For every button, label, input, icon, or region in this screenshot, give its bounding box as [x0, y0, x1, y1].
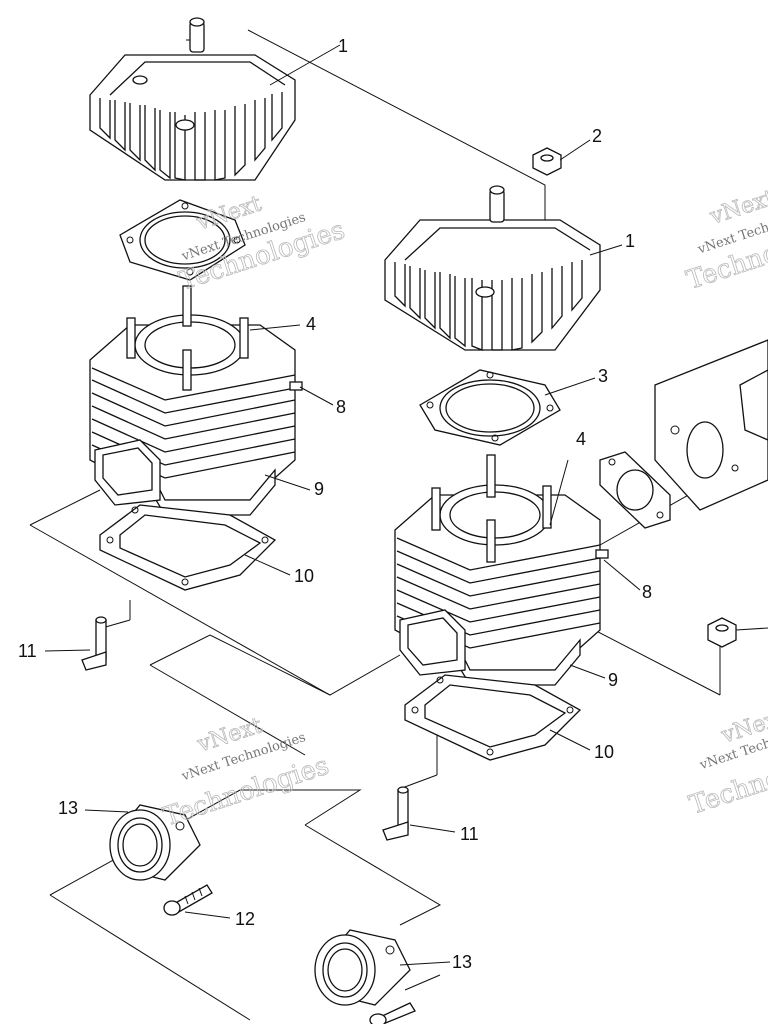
leader-lines: [44, 44, 641, 966]
callout-13a: 13: [58, 798, 78, 818]
callout-1a: 1: [338, 36, 348, 56]
callout-10b: 10: [594, 742, 614, 762]
nut-2: [532, 147, 562, 176]
bolt-bottom: [369, 1002, 416, 1024]
bolt-12: [163, 884, 213, 916]
callout-4a: 4: [306, 314, 316, 334]
cylinder-head-2: [384, 185, 601, 351]
callout-8a: 8: [336, 397, 346, 417]
exhaust-manifold-gasket: [654, 339, 768, 511]
watermark-4: vNext vNext Technologies Technologies: [685, 704, 768, 821]
callouts: 1 2 1 3 4 8 9 10 11 4 8 9 10 11 13 12 13: [18, 36, 652, 972]
base-gasket-1: [99, 504, 277, 591]
callout-9b: 9: [608, 670, 618, 690]
nut-right: [707, 617, 768, 648]
head-gasket-2: [419, 369, 561, 446]
callout-11a: 11: [18, 641, 37, 661]
callout-12: 12: [235, 909, 255, 929]
fitting-11-left: [81, 616, 107, 671]
callout-13b: 13: [452, 952, 472, 972]
exhaust-flange-gasket: [599, 451, 671, 529]
intake-boot-13-right: [314, 929, 411, 1006]
callout-11b: 11: [460, 824, 479, 844]
intake-boot-13-left: [109, 804, 201, 881]
callout-9a: 9: [314, 479, 324, 499]
callout-1b: 1: [625, 231, 635, 251]
watermark-2: vNext vNext Technologies Technologies: [683, 185, 768, 296]
callout-8b: 8: [642, 582, 652, 602]
callout-2: 2: [592, 126, 602, 146]
cylinder-2: [394, 454, 609, 686]
cylinder-head-1: [89, 17, 296, 181]
fitting-11-right: [382, 786, 409, 841]
callout-4b: 4: [576, 429, 586, 449]
callout-10a: 10: [294, 566, 314, 586]
cylinder-1: [89, 285, 303, 516]
callout-3b: 3: [598, 366, 608, 386]
head-gasket-1: [119, 199, 246, 281]
watermark-3: vNext vNext Technologies Technologies: [159, 713, 333, 833]
base-gasket-2: [404, 674, 582, 761]
